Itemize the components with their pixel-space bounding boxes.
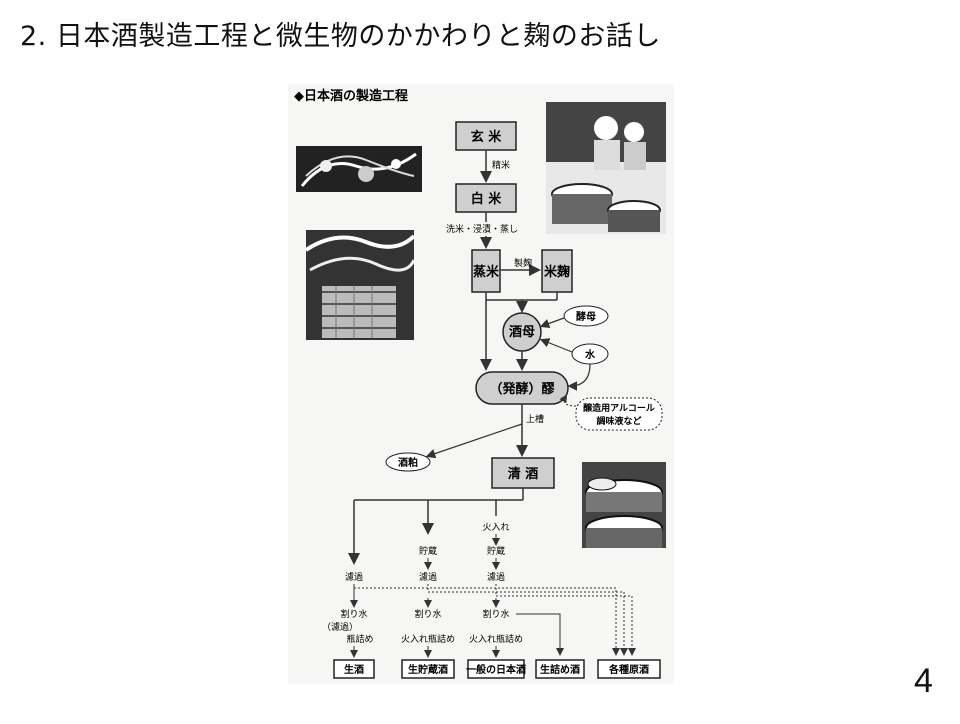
roka-step-2: 濾過: [419, 571, 437, 583]
genmai-box: [455, 121, 517, 151]
figure-heading: ◆日本酒の製造工程: [294, 88, 408, 104]
seimai-step: 精米: [492, 159, 510, 171]
manga-fermentation-tanks-image: [582, 462, 666, 548]
roka-step-3: 濾過: [487, 571, 505, 583]
warimizu-step-2: 割り水: [414, 608, 441, 620]
seishu-label: 清 酒: [508, 466, 539, 482]
chozo-step-1: 貯蔵: [419, 545, 437, 557]
ippan-box: [467, 659, 525, 679]
hiire-binzume-step-2: 火入れ瓶詰め: [469, 633, 523, 645]
mushimai-label: 蒸米: [473, 264, 500, 280]
shubo-label: 酒母: [509, 325, 535, 340]
namachozoshu-box: [401, 659, 455, 679]
namachozoshu-label: 生貯蔵酒: [408, 663, 448, 676]
hiire-step: 火入れ: [482, 522, 509, 533]
genshu-box: [597, 659, 661, 679]
warimizu-step-3: 割り水: [482, 608, 509, 620]
hakumai-box: [455, 183, 517, 213]
mizu-label: 水: [584, 348, 596, 361]
warimizu-step-1: 割り水: [340, 608, 367, 620]
namazake-box: [333, 659, 375, 679]
genshu-label: 各種原酒: [608, 663, 649, 676]
mushimai-box: [471, 249, 501, 293]
kobo-node: [563, 305, 609, 327]
genmai-label: 玄 米: [471, 129, 503, 145]
hiire-binzume-step-1: 火入れ瓶詰め: [401, 633, 455, 645]
senmai-step: 洗米・浸漬・蒸し: [446, 223, 518, 235]
roka-paren-step: （濾過）: [322, 621, 358, 633]
namazake-label: 生酒: [344, 663, 364, 676]
kobo-label: 酵母: [576, 310, 596, 323]
binzume-step: 瓶詰め: [346, 633, 373, 645]
sakekasu-label: 酒粕: [398, 456, 418, 469]
roka-step-1: 濾過: [345, 571, 363, 583]
ippan-label: 一般の日本酒: [466, 663, 526, 676]
additives-label-1: 醸造用アルコール: [583, 402, 655, 414]
manga-steaming-rice-image: [296, 146, 422, 192]
seikiku-step: 製麹: [514, 257, 532, 269]
seishu-box: [491, 457, 555, 489]
manga-rice-steamer-image: [306, 230, 414, 340]
sake-process-figure: ◆日本酒の製造工程 玄 米 精米 白 米 洗米・浸漬・蒸し 蒸米 製麹 米麹 酒…: [288, 84, 674, 684]
slide-title: 2. 日本酒製造工程と微生物のかかわりと麹のお話し: [20, 21, 661, 52]
additives-label-2: 調味液など: [596, 415, 641, 427]
chozo-step-2: 貯蔵: [487, 545, 505, 557]
namazumeshu-box: [535, 659, 585, 679]
namazumeshu-label: 生詰め酒: [540, 663, 580, 676]
additives-node: [575, 397, 663, 431]
sakekasu-node: [385, 452, 431, 472]
joso-step: 上槽: [526, 413, 544, 425]
manga-workers-tanks-image: [546, 102, 666, 234]
moromi-label: （発酵）醪: [489, 381, 555, 397]
page-number: 4: [914, 662, 933, 700]
process-diagram: ◆日本酒の製造工程 玄 米 精米 白 米 洗米・浸漬・蒸し 蒸米 製麹 米麹 酒…: [294, 88, 663, 679]
hakumai-label: 白 米: [471, 191, 503, 207]
komekoji-label: 米麹: [544, 264, 570, 280]
